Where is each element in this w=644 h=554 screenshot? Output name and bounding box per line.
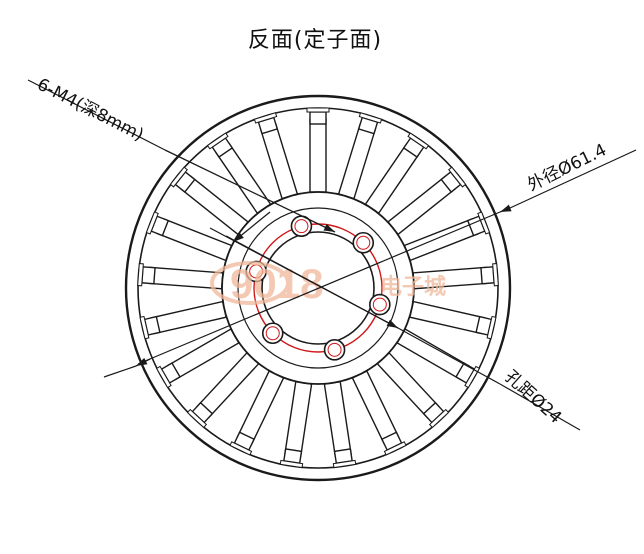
watermark-logo: 9018 电子城 xyxy=(210,260,446,307)
dimension-lines xyxy=(27,79,637,431)
od-tail xyxy=(103,365,137,378)
thread-hole-label: 6-M4(深8mm) xyxy=(34,75,147,146)
thread-holes xyxy=(245,215,391,361)
thread-hole xyxy=(261,322,284,345)
stator-tooth xyxy=(137,263,224,290)
stator-tooth xyxy=(337,112,383,200)
thread-leader-a-arrowhead xyxy=(323,223,335,232)
thread-leader-a xyxy=(164,149,336,233)
stator-tooth xyxy=(408,300,497,340)
thread-hole-inner xyxy=(356,235,371,250)
od-arrow-bottom-arrowhead xyxy=(136,357,148,366)
thread-hole-inner xyxy=(327,342,342,357)
thread-hole-inner xyxy=(294,219,309,234)
stator-tooth xyxy=(306,107,330,193)
stator-tooth xyxy=(364,132,430,215)
hole-spacing-underline xyxy=(499,383,581,431)
hole-spacing-arrow-arrowhead xyxy=(386,319,398,328)
hole-spacing-label: 孔距Ø24 xyxy=(501,367,566,428)
stator-tooth xyxy=(145,211,233,262)
watermark-swoosh xyxy=(210,261,290,305)
od-arrow-top-arrowhead xyxy=(500,204,512,212)
stator-tooth xyxy=(323,380,357,469)
od-label-underline xyxy=(509,149,637,209)
thread-leader-b-arrowhead xyxy=(233,232,244,242)
watermark-text: 电子城 xyxy=(380,274,446,299)
stator-tooth xyxy=(253,112,299,200)
hole-spacing-arrow xyxy=(225,235,399,329)
stator-tooth xyxy=(351,370,407,456)
thread-hole xyxy=(352,231,375,254)
thread-hole xyxy=(369,293,391,316)
od-dimension-line xyxy=(137,211,501,365)
thread-hole xyxy=(323,339,346,361)
hub-inner-circle xyxy=(237,207,399,369)
stator-tooth xyxy=(279,380,313,469)
outer-circle xyxy=(124,94,512,482)
watermark-number: 9018 xyxy=(230,260,323,307)
thread-label-underline xyxy=(27,79,166,151)
drawing-title: 反面(定子面) xyxy=(247,28,383,53)
thread-hole-inner xyxy=(265,326,280,341)
hole-spacing-leader xyxy=(397,327,501,385)
thread-hole-inner xyxy=(372,297,387,312)
stator-tooth xyxy=(186,351,260,429)
